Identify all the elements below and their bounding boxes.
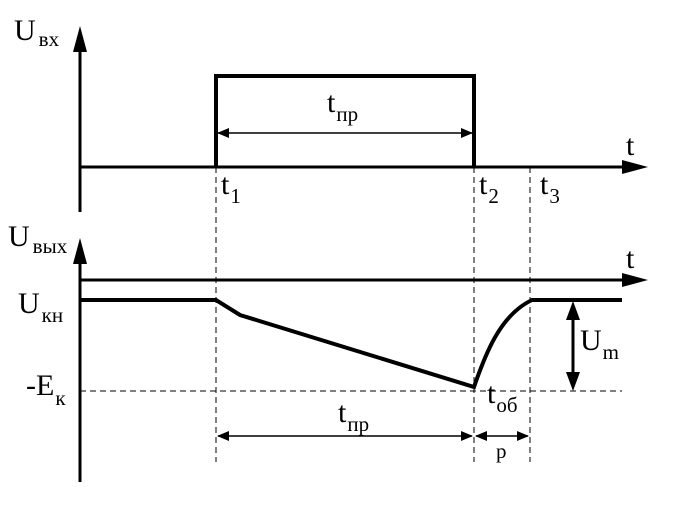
- um-arrow-top: [566, 301, 580, 320]
- input-y-axis-arrow: [73, 26, 87, 52]
- time-guides: [215, 167, 531, 462]
- t3-label: t3: [540, 168, 560, 208]
- output-graph: [73, 238, 648, 482]
- input-pulse: [214, 74, 476, 167]
- output-waveform: [80, 298, 622, 390]
- output-width-label: tпр: [338, 396, 369, 436]
- t1-label: t1: [221, 168, 241, 208]
- input-graph: [73, 26, 648, 212]
- ek-level-label: -Eк: [26, 369, 66, 410]
- recovery-p-label: p: [496, 439, 507, 463]
- output-x-label: t: [626, 242, 635, 275]
- input-x-label: t: [626, 129, 635, 162]
- input-x-axis-arrow: [622, 160, 648, 174]
- um-arrow-bottom: [566, 372, 580, 391]
- t2-label: t2: [479, 168, 499, 208]
- recovery-time-label: tоб: [487, 377, 518, 417]
- output-x-axis-arrow: [622, 273, 648, 287]
- um-label: Um: [580, 324, 619, 364]
- ukn-level-label: Uкн: [18, 287, 63, 327]
- pulse-width-label: tпр: [327, 86, 358, 126]
- output-y-axis-arrow: [73, 238, 87, 264]
